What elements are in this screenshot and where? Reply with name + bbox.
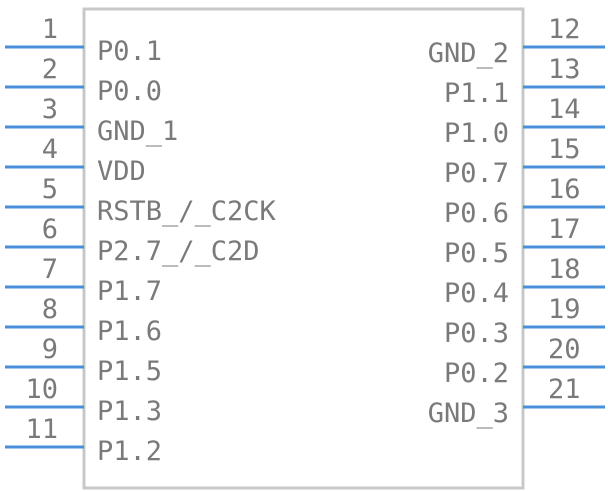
pin-6-name: P2.7_/_C2D bbox=[97, 236, 260, 267]
pin-8-number: 8 bbox=[42, 294, 58, 325]
pin-12-number: 12 bbox=[548, 14, 581, 45]
pin-1-number: 1 bbox=[42, 14, 58, 45]
pin-10-number: 10 bbox=[25, 374, 58, 405]
pin-13-name: P1.1 bbox=[444, 78, 509, 109]
pin-20-number: 20 bbox=[548, 334, 581, 365]
pin-16-number: 16 bbox=[548, 174, 581, 205]
pin-19-name: P0.3 bbox=[444, 318, 509, 349]
pin-4-number: 4 bbox=[42, 134, 58, 165]
pin-20-name: P0.2 bbox=[444, 358, 509, 389]
pin-5-number: 5 bbox=[42, 174, 58, 205]
pin-3-name: GND_1 bbox=[97, 116, 178, 147]
pin-17-number: 17 bbox=[548, 214, 581, 245]
pin-4-name: VDD bbox=[97, 156, 146, 187]
pin-12-name: GND_2 bbox=[428, 38, 509, 69]
pin-14-number: 14 bbox=[548, 94, 581, 125]
pin-9-number: 9 bbox=[42, 334, 58, 365]
pin-15-number: 15 bbox=[548, 134, 581, 165]
pin-10-name: P1.3 bbox=[97, 396, 162, 427]
pin-9-name: P1.5 bbox=[97, 356, 162, 387]
pin-7-number: 7 bbox=[42, 254, 58, 285]
pin-21-name: GND_3 bbox=[428, 398, 509, 429]
pin-8-name: P1.6 bbox=[97, 316, 162, 347]
pin-14-name: P1.0 bbox=[444, 118, 509, 149]
pin-15-name: P0.7 bbox=[444, 158, 509, 189]
pin-11-number: 11 bbox=[25, 414, 58, 445]
pin-2-name: P0.0 bbox=[97, 76, 162, 107]
pin-11-name: P1.2 bbox=[97, 436, 162, 467]
pin-7-name: P1.7 bbox=[97, 276, 162, 307]
pin-6-number: 6 bbox=[42, 214, 58, 245]
pin-16-name: P0.6 bbox=[444, 198, 509, 229]
pin-18-number: 18 bbox=[548, 254, 581, 285]
pin-19-number: 19 bbox=[548, 294, 581, 325]
pin-21-number: 21 bbox=[548, 374, 581, 405]
pin-3-number: 3 bbox=[42, 94, 58, 125]
pin-13-number: 13 bbox=[548, 54, 581, 85]
pin-17-name: P0.5 bbox=[444, 238, 509, 269]
pin-2-number: 2 bbox=[42, 54, 58, 85]
pin-18-name: P0.4 bbox=[444, 278, 509, 309]
pin-5-name: RSTB_/_C2CK bbox=[97, 196, 277, 227]
pin-1-name: P0.1 bbox=[97, 36, 162, 67]
